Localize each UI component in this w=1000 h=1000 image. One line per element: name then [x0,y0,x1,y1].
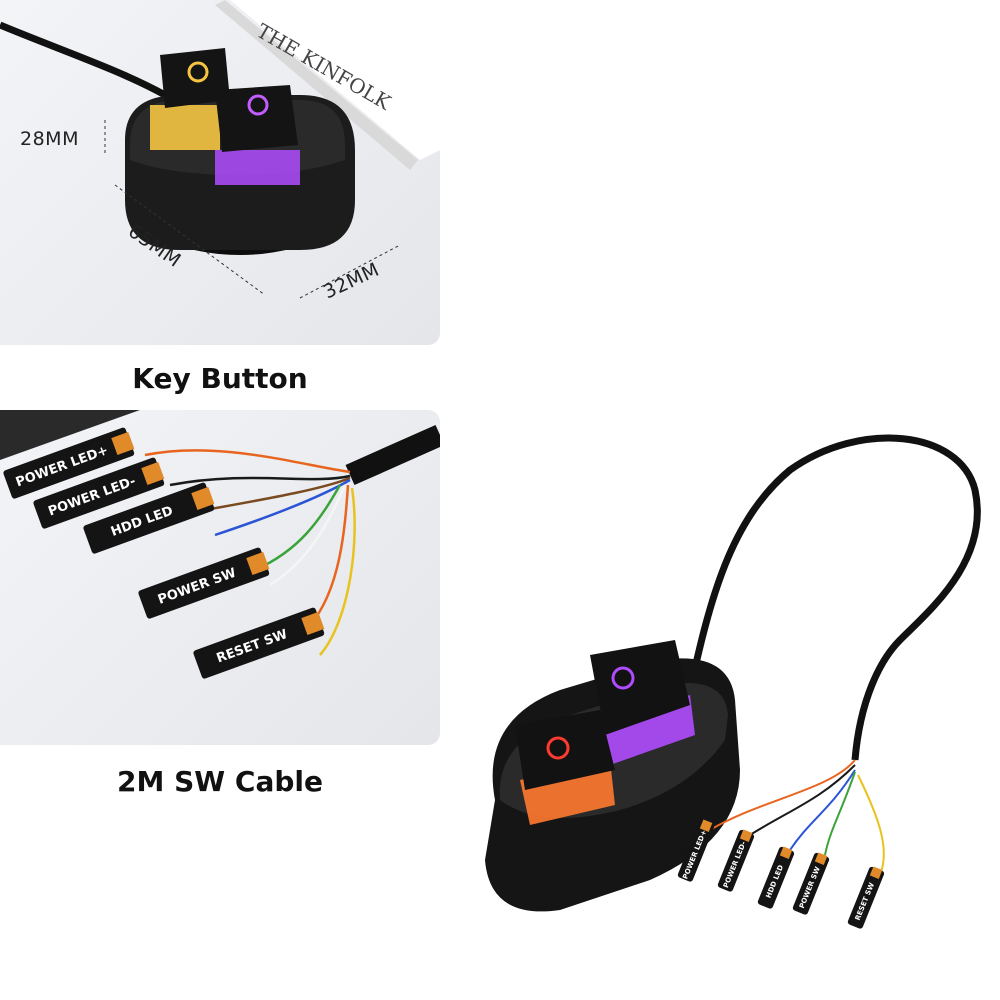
product-connector-label: POWER LED- [722,840,748,889]
key-button-caption: Key Button [132,362,308,395]
product-wire-orange [709,759,856,831]
wire-white [269,484,347,587]
product-purple-key [590,640,690,735]
wire-green [254,484,342,572]
cable-connector-body [138,547,270,619]
product-connector-pin [739,829,753,842]
loop-cable [686,434,981,761]
cable-connector-pin [301,611,325,636]
product-base-top [499,683,728,818]
product-wire-yellow [857,774,885,876]
product-connector-pin [699,819,713,832]
cable-connector-body [83,482,215,554]
product-connector-label: POWER LED+ [681,829,708,881]
product-connector-pin [814,852,828,865]
product-connector-3: POWER SW [792,852,830,915]
left-column: THE KINFOLK 28MM 65MM 32MM Key Button PO… [0,0,455,1000]
width-dim-line [299,244,401,299]
wire-orange-2 [309,484,350,626]
yellow-glow [150,105,220,150]
product-red-glow [520,760,615,825]
cable-connector-body [33,457,165,529]
purple-key [215,85,298,152]
cable-connector-4: RESET SW [193,607,325,679]
cable-connector-pin [141,461,165,486]
product-wire-black [749,764,856,836]
product-connector-0: POWER LED+ [677,819,715,882]
book-cover [230,0,440,160]
cable-connector-body [193,607,325,679]
cable-connector-body [3,427,135,499]
product-connector-pin [779,846,793,859]
product-wire-blue [789,769,856,851]
corner-dark [0,410,140,460]
product-connector-body [677,819,715,882]
cable [0,21,167,99]
wire-brown [204,476,351,512]
cable-connector-pin [246,551,270,576]
product-connector-body [717,829,755,892]
cable-connector-pin [111,431,135,456]
product-base [485,658,740,912]
product-connector-pin [869,866,883,879]
key-button-panel: THE KINFOLK 28MM 65MM 32MM [0,0,440,345]
product-connector-label: HDD LED [765,864,786,900]
wire-yellow [319,487,356,656]
yellow-key [160,48,230,108]
product-connector-4: RESET SW [847,866,885,929]
length-dim-line [114,184,266,296]
product-connector-body [792,852,830,915]
height-dimension: 28MM [20,128,79,150]
cable-connector-pin [191,486,215,511]
product-power-icon-red [546,736,570,760]
purple-glow [215,150,300,185]
sw-cable-caption: 2M SW Cable [117,765,323,798]
product-connector-body [757,846,795,909]
power-icon-yellow [187,61,209,83]
product-connector-body [847,866,885,929]
key-button-illustration: THE KINFOLK [0,0,440,299]
product-connector-1: POWER LED- [717,829,755,892]
product-connector-2: HDD LED [757,846,795,909]
power-icon-purple [247,94,269,116]
product-purple-glow [600,695,695,765]
wire-black [169,474,351,487]
wire-blue [214,478,351,537]
wire-orange [144,449,351,474]
cable-connector-1: POWER LED- [33,457,165,529]
product-connector-label: RESET SW [854,881,876,921]
product-power-icon-purple [611,666,635,690]
cable-connector-3: POWER SW [138,547,270,619]
main-cable [345,424,440,486]
product-red-key [515,710,615,790]
product-connector-label: POWER SW [798,865,822,909]
product-wire-green [824,771,856,856]
book-spine [215,0,418,170]
